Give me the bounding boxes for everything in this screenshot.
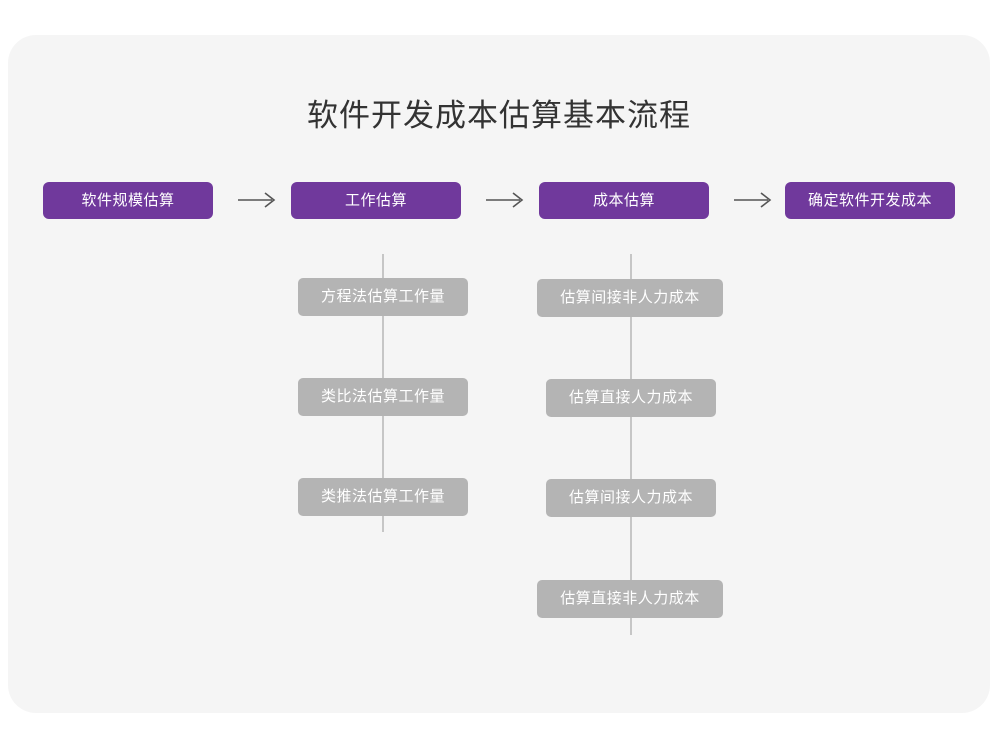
- substep-node-step-3-4[interactable]: 估算直接非人力成本: [537, 580, 723, 618]
- substep-node-step-3-3[interactable]: 估算间接人力成本: [546, 479, 716, 517]
- flow-node-step-1[interactable]: 软件规模估算: [43, 182, 213, 219]
- flow-node-step-3[interactable]: 成本估算: [539, 182, 709, 219]
- substep-node-step-3-2[interactable]: 估算直接人力成本: [546, 379, 716, 417]
- arrow-step-2-to-3: [484, 188, 530, 212]
- arrow-step-3-to-4: [732, 188, 778, 212]
- flow-node-step-2[interactable]: 工作估算: [291, 182, 461, 219]
- flow-node-step-4[interactable]: 确定软件开发成本: [785, 182, 955, 219]
- substep-node-step-3-1[interactable]: 估算间接非人力成本: [537, 279, 723, 317]
- substep-node-step-2-2[interactable]: 类比法估算工作量: [298, 378, 468, 416]
- arrow-step-1-to-2: [236, 188, 282, 212]
- connector-line-step-3: [630, 254, 632, 635]
- substep-node-step-2-1[interactable]: 方程法估算工作量: [298, 278, 468, 316]
- page-title: 软件开发成本估算基本流程: [307, 98, 691, 133]
- substep-node-step-2-3[interactable]: 类推法估算工作量: [298, 478, 468, 516]
- diagram-canvas: 软件开发成本估算基本流程 软件规模估算 工作估算 成本估算 确定软件开发成本 方…: [8, 35, 990, 713]
